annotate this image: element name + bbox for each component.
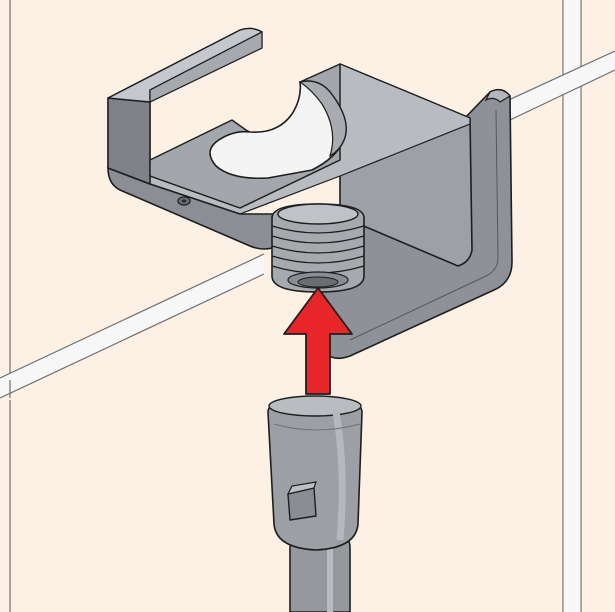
shower-hose [267,395,363,612]
holder-left-block [107,97,151,185]
threaded-connector [271,203,365,293]
arrow-up-icon [283,287,353,395]
grout-vertical [562,0,582,612]
grout-diagonal-upper [499,50,615,121]
grout-diagonal-lower [0,253,265,399]
shower-holder [107,27,473,267]
hose-connector-nut [267,397,363,551]
